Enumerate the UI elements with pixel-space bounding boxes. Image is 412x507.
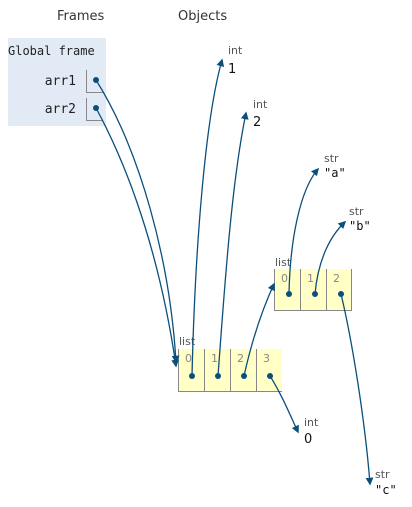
str-b-value: "b": [349, 219, 371, 233]
list-main-index-0: 0: [185, 352, 192, 365]
global-frame: [8, 38, 106, 126]
var-arr1-pointer-box: [86, 70, 103, 93]
arrow-list1-to-int2: [217, 111, 249, 377]
arrow-list3-to-int0: [269, 375, 299, 434]
list-str-cell-2: [326, 269, 352, 311]
arrow-arr1-to-list: [95, 79, 180, 364]
list-str-index-1: 1: [307, 272, 314, 285]
arrow-list2-to-liststr: [243, 282, 275, 377]
int2-type-label: int: [253, 98, 268, 111]
list-main-index-3: 3: [263, 352, 270, 365]
arrow-arr2-to-list: [95, 107, 179, 368]
var-arr2-pointer-box: [86, 98, 103, 121]
str-a-type-label: str: [324, 152, 339, 165]
arrow-str0-to-a: [288, 167, 320, 295]
arrow-list0-to-int1: [191, 58, 225, 377]
str-c-value: "c": [375, 483, 397, 497]
int1-value: 1: [228, 62, 237, 77]
list-main-cell-2: [230, 349, 256, 392]
list-main-cell-3: [256, 349, 282, 392]
str-c-type-label: str: [375, 468, 390, 481]
arrow-str2-to-c: [340, 293, 374, 486]
list-main-cell-1: [204, 349, 230, 392]
list-str-cell-1: [300, 269, 326, 311]
list-main-cell-0: [178, 349, 204, 392]
arrow-str1-to-b: [314, 220, 347, 295]
frames-header: Frames: [57, 9, 105, 24]
var-arr2: arr2: [44, 102, 76, 117]
list-main-index-2: 2: [237, 352, 244, 365]
objects-header: Objects: [178, 9, 228, 24]
int0-type-label: int: [304, 416, 319, 429]
list-str-index-2: 2: [333, 272, 340, 285]
str-b-type-label: str: [349, 205, 364, 218]
int1-type-label: int: [228, 44, 243, 57]
list-main-index-1: 1: [211, 352, 218, 365]
list-str-cell-0: [274, 269, 300, 311]
list-str-index-0: 0: [281, 272, 288, 285]
list-str-type-label: list: [275, 256, 292, 269]
int2-value: 2: [253, 115, 262, 130]
var-arr1: arr1: [44, 74, 76, 89]
str-a-value: "a": [324, 166, 346, 180]
global-frame-title: Global frame: [8, 44, 95, 58]
int0-value: 0: [304, 432, 313, 447]
list-main-type-label: list: [179, 335, 196, 348]
